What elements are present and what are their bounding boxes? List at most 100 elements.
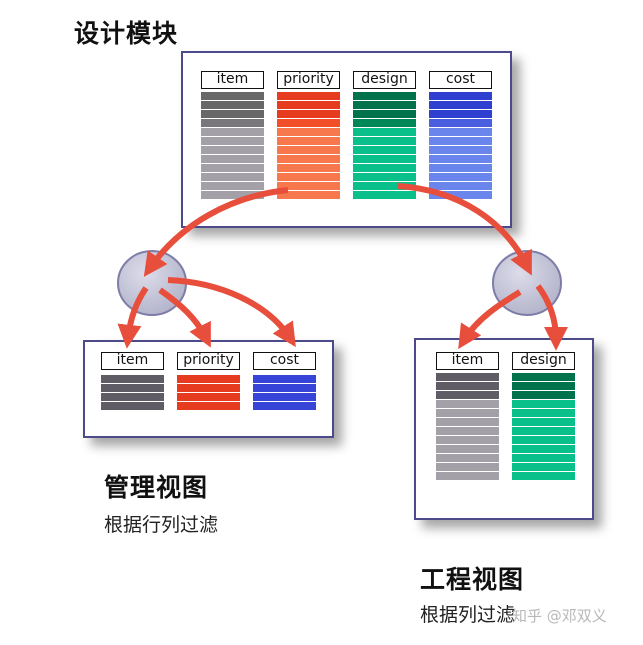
column-stripes xyxy=(429,92,492,200)
management-column-item: item xyxy=(101,352,164,432)
data-stripe xyxy=(353,92,416,101)
data-stripe xyxy=(353,137,416,146)
watermark: 知乎 @邓双义 xyxy=(512,607,607,625)
design-column-cost: cost xyxy=(429,71,492,221)
design-column-design: design xyxy=(353,71,416,221)
data-stripe xyxy=(429,128,492,137)
data-stripe xyxy=(353,101,416,110)
arrow-design-to-management xyxy=(143,187,289,277)
column-stripes xyxy=(253,375,316,411)
column-header-cost: cost xyxy=(429,71,492,89)
column-stripes xyxy=(101,375,164,411)
data-stripe xyxy=(436,382,499,391)
data-stripe xyxy=(512,436,575,445)
design-column-item: item xyxy=(201,71,264,221)
data-stripe xyxy=(436,409,499,418)
column-header-priority: priority xyxy=(177,352,240,370)
data-stripe xyxy=(277,191,340,200)
column-header-item: item xyxy=(101,352,164,370)
data-stripe xyxy=(277,173,340,182)
column-header-cost: cost xyxy=(253,352,316,370)
data-stripe xyxy=(277,110,340,119)
column-stripes xyxy=(512,373,575,481)
data-stripe xyxy=(436,418,499,427)
data-stripe xyxy=(353,128,416,137)
data-stripe xyxy=(512,472,575,481)
data-stripe xyxy=(277,155,340,164)
data-stripe xyxy=(201,155,264,164)
data-stripe xyxy=(201,191,264,200)
data-stripe xyxy=(277,182,340,191)
column-header-item: item xyxy=(436,352,499,370)
data-stripe xyxy=(277,92,340,101)
data-stripe xyxy=(201,164,264,173)
data-stripe xyxy=(512,445,575,454)
data-stripe xyxy=(201,101,264,110)
data-stripe xyxy=(201,119,264,128)
data-stripe xyxy=(429,164,492,173)
data-stripe xyxy=(512,409,575,418)
data-stripe xyxy=(101,384,164,393)
column-stripes xyxy=(201,92,264,200)
data-stripe xyxy=(436,400,499,409)
data-stripe xyxy=(277,119,340,128)
design-module-panel: item priority design cost xyxy=(181,51,512,228)
data-stripe xyxy=(201,137,264,146)
data-stripe xyxy=(177,393,240,402)
management-column-priority: priority xyxy=(177,352,240,432)
data-stripe xyxy=(253,402,316,411)
data-stripe xyxy=(436,454,499,463)
data-stripe xyxy=(177,402,240,411)
data-stripe xyxy=(512,454,575,463)
arrow-management-to-item xyxy=(117,286,149,349)
data-stripe xyxy=(429,137,492,146)
column-stripes xyxy=(436,373,499,481)
column-header-priority: priority xyxy=(277,71,340,89)
data-stripe xyxy=(353,146,416,155)
data-stripe xyxy=(436,445,499,454)
arrow-design-to-engineering xyxy=(397,183,532,276)
data-stripe xyxy=(436,373,499,382)
data-stripe xyxy=(429,155,492,164)
data-stripe xyxy=(436,463,499,472)
design-column-priority: priority xyxy=(277,71,340,221)
arrow-management-to-priority xyxy=(158,287,211,348)
management-view-panel: item priority cost xyxy=(83,340,334,438)
data-stripe xyxy=(353,164,416,173)
engineering-view-subtitle: 根据列过滤 xyxy=(420,604,516,626)
management-view-title: 管理视图 xyxy=(104,473,209,502)
data-stripe xyxy=(512,400,575,409)
data-stripe xyxy=(353,173,416,182)
data-stripe xyxy=(436,427,499,436)
column-header-design: design xyxy=(512,352,575,370)
column-header-design: design xyxy=(353,71,416,89)
data-stripe xyxy=(512,427,575,436)
data-stripe xyxy=(353,155,416,164)
data-stripe xyxy=(201,146,264,155)
data-stripe xyxy=(101,402,164,411)
data-stripe xyxy=(353,110,416,119)
data-stripe xyxy=(201,182,264,191)
column-stripes xyxy=(277,92,340,200)
data-stripe xyxy=(429,92,492,101)
data-stripe xyxy=(429,182,492,191)
data-stripe xyxy=(429,146,492,155)
management-column-cost: cost xyxy=(253,352,316,432)
data-stripe xyxy=(512,418,575,427)
data-stripe xyxy=(177,384,240,393)
column-stripes xyxy=(177,375,240,411)
data-stripe xyxy=(429,101,492,110)
data-stripe xyxy=(512,463,575,472)
engineering-view-title: 工程视图 xyxy=(420,565,525,594)
data-stripe xyxy=(277,137,340,146)
column-stripes xyxy=(353,92,416,200)
engineering-column-item: item xyxy=(436,352,499,512)
data-stripe xyxy=(201,92,264,101)
data-stripe xyxy=(101,375,164,384)
data-stripe xyxy=(101,393,164,402)
data-stripe xyxy=(253,384,316,393)
data-stripe xyxy=(429,110,492,119)
data-stripe xyxy=(201,128,264,137)
column-header-item: item xyxy=(201,71,264,89)
